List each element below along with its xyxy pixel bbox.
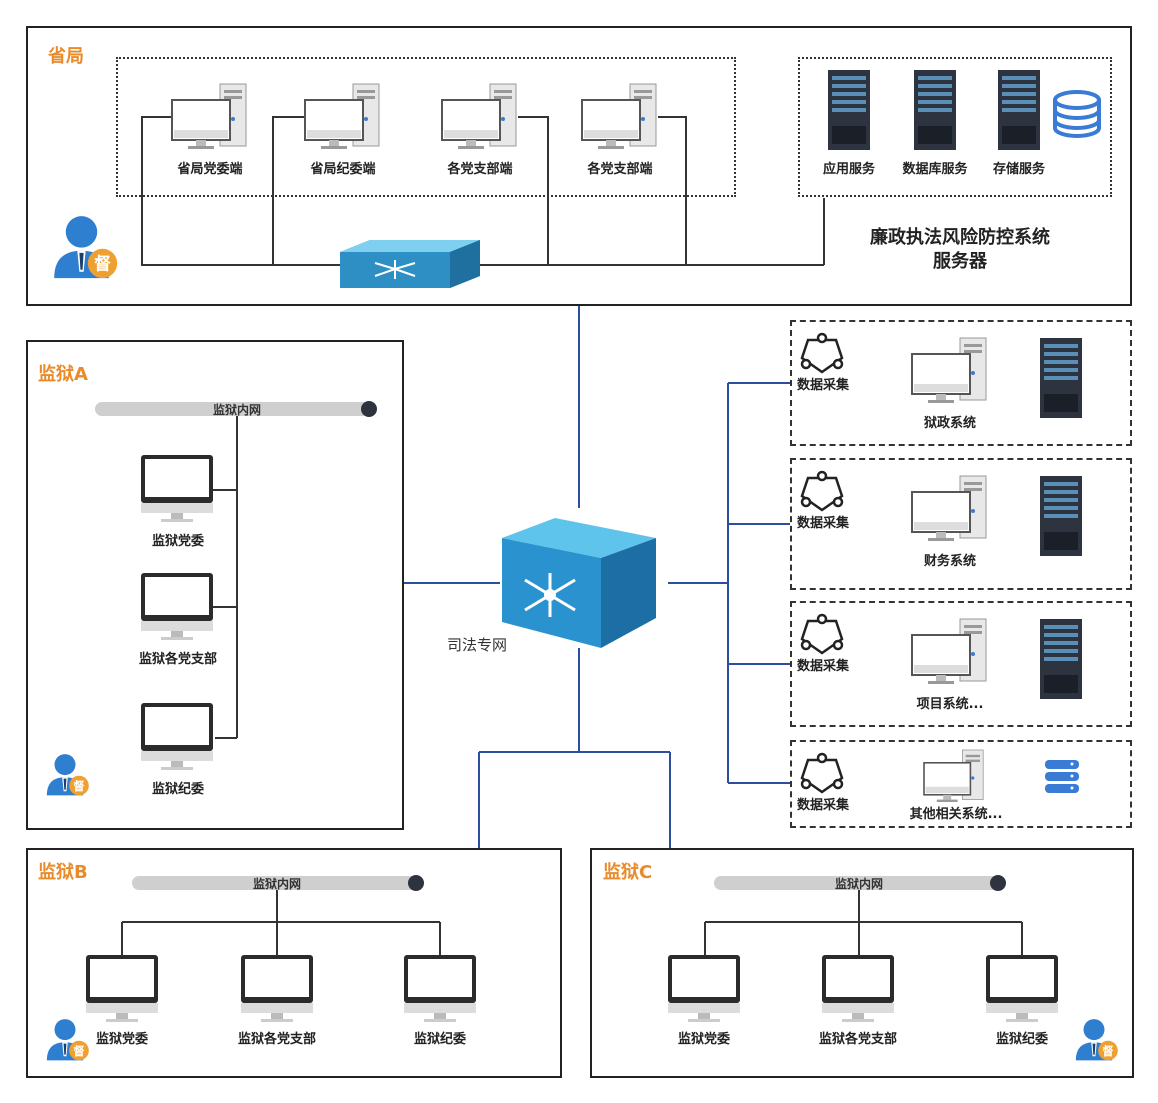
- server-title-line2: 服务器: [933, 251, 987, 272]
- province-terminals-group: [116, 57, 736, 197]
- prison-a-node-label: 监狱各党支部: [138, 652, 218, 667]
- prison-a-node-label: 监狱纪委: [151, 782, 205, 797]
- prison-c-intranet-bar: 监狱内网: [714, 875, 1006, 891]
- prison-b-intranet-bar: 监狱内网: [132, 875, 424, 891]
- system-name: 狱政系统: [923, 416, 977, 431]
- system-group: [790, 458, 1132, 590]
- prison-b-node-label: 监狱各党支部: [237, 1032, 317, 1047]
- system-name: 其他相关系统...: [909, 807, 1003, 822]
- province-terminal-label: 各党支部端: [587, 162, 653, 177]
- prison-a-title: 监狱A: [38, 364, 88, 385]
- prison-a-node-label: 监狱党委: [151, 534, 205, 549]
- prison-b-intranet-label: 监狱内网: [252, 877, 302, 891]
- prison-c-node-label: 监狱党委: [677, 1032, 731, 1047]
- prison-b-node-label: 监狱纪委: [413, 1032, 467, 1047]
- system-group: [790, 601, 1132, 727]
- system-name: 财务系统: [923, 554, 977, 569]
- service-label: 应用服务: [822, 162, 876, 177]
- province-title: 省局: [48, 46, 84, 67]
- prison-b-panel: [26, 848, 562, 1078]
- prison-c-panel: [590, 848, 1134, 1078]
- prison-b-node-label: 监狱党委: [95, 1032, 149, 1047]
- province-terminal-label: 省局纪委端: [310, 162, 376, 177]
- service-label: 数据库服务: [902, 162, 968, 177]
- server-title-line1: 廉政执法风险防控系统: [870, 227, 1050, 248]
- data-collect-label: 数据采集: [797, 798, 850, 813]
- province-panel: [26, 26, 1132, 306]
- network-label: 司法专网: [447, 636, 508, 654]
- data-collect-label: 数据采集: [797, 659, 850, 674]
- prison-a-panel: [26, 340, 404, 830]
- prison-c-intranet-label: 监狱内网: [834, 877, 884, 891]
- prison-b-title: 监狱B: [38, 862, 88, 883]
- province-services-group: [798, 57, 1112, 197]
- prison-c-title: 监狱C: [603, 862, 653, 883]
- province-terminal-label: 省局党委端: [177, 162, 243, 177]
- prison-a-intranet-label: 监狱内网: [212, 403, 262, 417]
- data-collect-label: 数据采集: [797, 378, 850, 393]
- prison-a-intranet-bar: 监狱内网: [95, 401, 377, 417]
- system-name: 项目系统...: [916, 697, 984, 712]
- data-collect-label: 数据采集: [797, 516, 850, 531]
- prison-c-node-label: 监狱纪委: [995, 1032, 1049, 1047]
- service-label: 存储服务: [992, 162, 1046, 177]
- system-group: [790, 740, 1132, 828]
- prison-c-node-label: 监狱各党支部: [818, 1032, 898, 1047]
- province-terminal-label: 各党支部端: [447, 162, 513, 177]
- system-group: [790, 320, 1132, 446]
